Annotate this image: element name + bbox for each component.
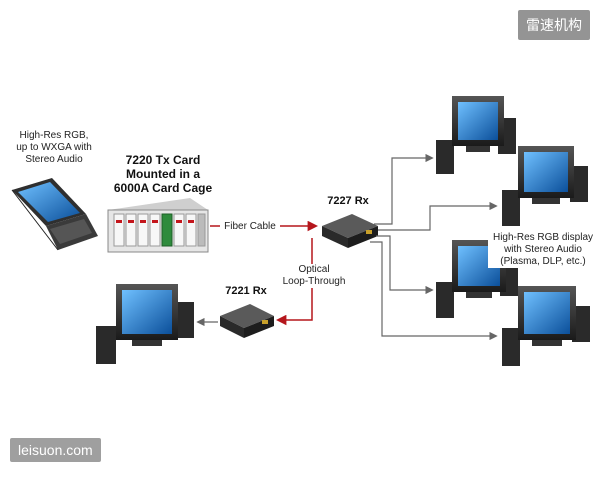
watermark-bottom: leisuon.com xyxy=(10,438,101,462)
display-4-icon xyxy=(502,286,590,366)
laptop-icon xyxy=(11,178,98,251)
display-label: High-Res RGB display with Stereo Audio (… xyxy=(488,232,598,268)
fiber-cable-label: Fiber Cable xyxy=(220,221,280,233)
output-lines-7227 xyxy=(370,153,498,341)
tx-card-label: 7220 Tx Card Mounted in a 6000A Card Cag… xyxy=(113,153,213,195)
rx-7221-label: 7221 Rx xyxy=(225,285,267,297)
display-2-icon xyxy=(502,146,588,226)
rx-7227-device-icon xyxy=(322,214,378,248)
display-1-icon xyxy=(436,96,516,174)
source-label: High-Res RGB, up to WXGA with Stereo Aud… xyxy=(16,130,92,165)
card-cage-icon xyxy=(107,198,209,253)
display-loop-icon xyxy=(96,284,194,364)
watermark-top: 雷速机构 xyxy=(518,10,590,40)
rx-7227-label: 7227 Rx xyxy=(327,195,369,207)
loop-through-label: Optical Loop-Through xyxy=(276,264,352,288)
rx-7221-device-icon xyxy=(220,304,274,338)
